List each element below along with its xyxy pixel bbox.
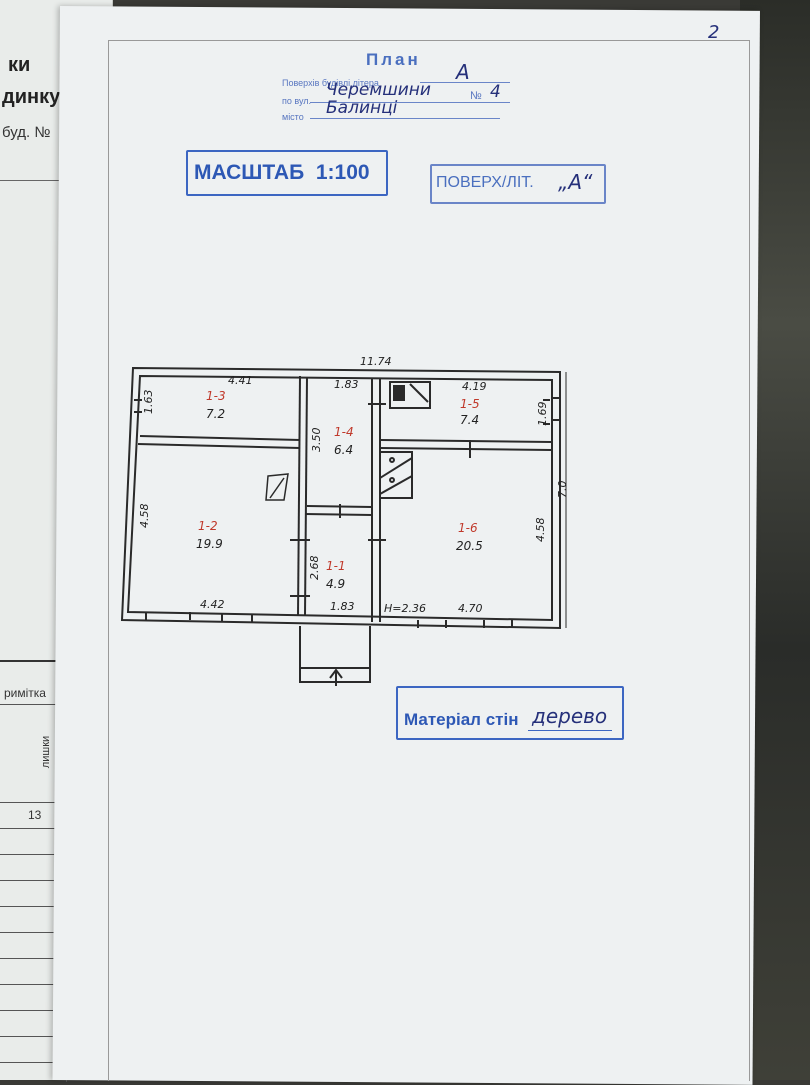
room-area-1-3: 7.2 (206, 407, 225, 421)
room-area-1-1: 4.9 (326, 577, 345, 591)
left-bud-label: буд. № (2, 124, 51, 141)
dim-r14-width: 1.83 (334, 378, 359, 391)
dim-r15-width: 4.19 (462, 380, 487, 393)
material-value: дерево (532, 704, 608, 728)
header-line2-label: по вул. (282, 96, 312, 106)
material-stamp: Матеріал стін дерево (396, 686, 624, 740)
dim-r15-depth: 1.69 (536, 402, 549, 427)
floor-stamp-label: ПОВЕРХ/ЛІТ. (436, 174, 534, 191)
header-line1-value: А (456, 60, 470, 84)
room-area-1-4: 6.4 (334, 443, 353, 457)
room-id-1-6: 1-6 (458, 521, 478, 535)
inner-wall (126, 374, 553, 622)
left-fragment-2: динку (2, 86, 61, 108)
header-line2-num-label: № (470, 90, 482, 102)
header-line2-value: Черемшини (326, 80, 431, 100)
room-area-1-6: 20.5 (456, 539, 483, 553)
outer-wall (120, 366, 561, 630)
room-id-1-2: 1-2 (198, 519, 218, 533)
left-fragment-1: ки (8, 54, 31, 76)
left-table-header: римітка (4, 686, 46, 700)
dim-r13-depth: 1.63 (142, 390, 155, 415)
dim-total-width: 11.74 (360, 355, 392, 368)
left-rule (0, 180, 100, 181)
dim-r12-depth: 4.58 (138, 504, 151, 529)
room-area-1-2: 19.9 (196, 537, 223, 551)
header-line3-value: Балинці (326, 98, 398, 118)
dim-height: H=2.36 (384, 602, 426, 615)
dim-r11-width: 1.83 (330, 600, 355, 613)
dim-r13-width: 4.41 (228, 374, 253, 387)
page-frame (108, 40, 750, 1081)
header-line3-label: місто (282, 112, 304, 122)
room-id-1-3: 1-3 (206, 389, 226, 403)
left-table-num: 13 (28, 808, 42, 822)
dim-r11-depth: 2.68 (308, 556, 321, 581)
room-id-1-1: 1-1 (326, 559, 346, 573)
scale-stamp-text: МАСШТАБ 1:100 (194, 161, 370, 184)
material-label: Матеріал стін (404, 710, 519, 729)
header-stamp-title: План (366, 50, 421, 69)
dim-r16-width: 4.70 (458, 602, 483, 615)
floor-stamp: ПОВЕРХ/ЛІТ. „А“ (430, 164, 606, 204)
floor-stamp-value: „А“ (558, 170, 593, 194)
room-id-1-4: 1-4 (334, 425, 354, 439)
scale-stamp: МАСШТАБ 1:100 (186, 150, 388, 196)
page-number: 2 (708, 22, 720, 43)
header-line1-label: Поверхів будівлі літера (282, 78, 379, 88)
dim-r14-depth: 3.50 (310, 428, 323, 453)
room-area-1-5: 7.4 (460, 413, 479, 427)
header-line2-num-value: 4 (490, 82, 501, 102)
room-id-1-5: 1-5 (460, 397, 480, 411)
dim-r16-depth: 4.58 (534, 518, 547, 543)
dim-total-depth: 7.0 (556, 481, 569, 499)
dim-r12-width: 4.42 (200, 598, 225, 611)
